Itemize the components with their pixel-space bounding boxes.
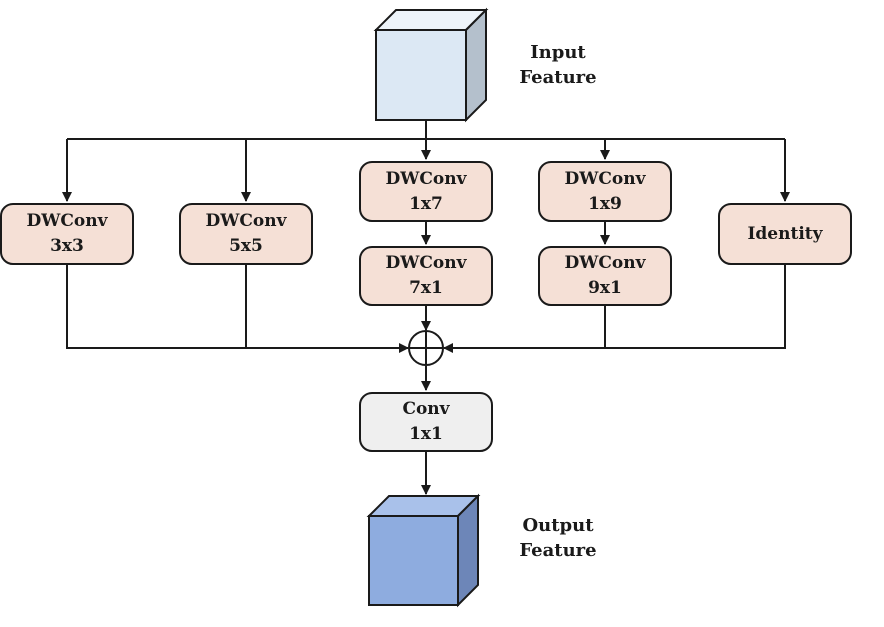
dwconv-3x3-box: DWConv 3x3 — [0, 203, 134, 265]
dwconv-5x5-box: DWConv 5x5 — [179, 203, 313, 265]
identity-label: Identity — [747, 223, 823, 244]
dwconv-1x7-line1: DWConv — [385, 168, 467, 189]
output-feature-label-line2: Feature — [519, 540, 597, 561]
merge-line-left — [66, 265, 409, 353]
output-feature-label-line1: Output — [522, 515, 594, 536]
dwconv-1x9-box: DWConv 1x9 — [538, 161, 672, 222]
dwconv-3x3-line1: DWConv — [26, 211, 108, 231]
dwconv-9x1-line2: 9x1 — [588, 278, 622, 298]
conv-1x1-line2: 1x1 — [409, 424, 443, 444]
conv-1x1-line1: Conv — [402, 399, 450, 419]
dwconv-1x9-line2: 1x9 — [588, 193, 622, 214]
dwconv-9x1-box: DWConv 9x1 — [538, 246, 672, 306]
dwconv-1x7-line2: 1x7 — [409, 193, 443, 214]
dwconv-7x1-line1: DWConv — [385, 253, 467, 273]
dwconv-1x7-box: DWConv 1x7 — [359, 161, 493, 222]
output-feature-label: Output Feature — [508, 513, 608, 563]
dwconv-7x1-box: DWConv 7x1 — [359, 246, 493, 306]
dwconv-5x5-line2: 5x5 — [229, 236, 263, 256]
dwconv-1x9-line1: DWConv — [564, 168, 646, 189]
input-feature-cube-icon — [373, 7, 489, 123]
output-feature-cube-icon — [366, 493, 481, 608]
identity-box: Identity — [718, 203, 852, 265]
dwconv-3x3-line2: 3x3 — [50, 236, 84, 256]
input-feature-label: Input Feature — [508, 40, 608, 90]
dwconv-7x1-line2: 7x1 — [409, 278, 443, 298]
dwconv-9x1-line1: DWConv — [564, 253, 646, 273]
merge-line-right — [443, 265, 786, 353]
conv-1x1-box: Conv 1x1 — [359, 392, 493, 452]
dwconv-5x5-line1: DWConv — [205, 211, 287, 231]
circle-plus-icon — [408, 330, 444, 366]
input-feature-label-line2: Feature — [519, 67, 597, 88]
input-feature-label-line1: Input — [530, 42, 586, 63]
